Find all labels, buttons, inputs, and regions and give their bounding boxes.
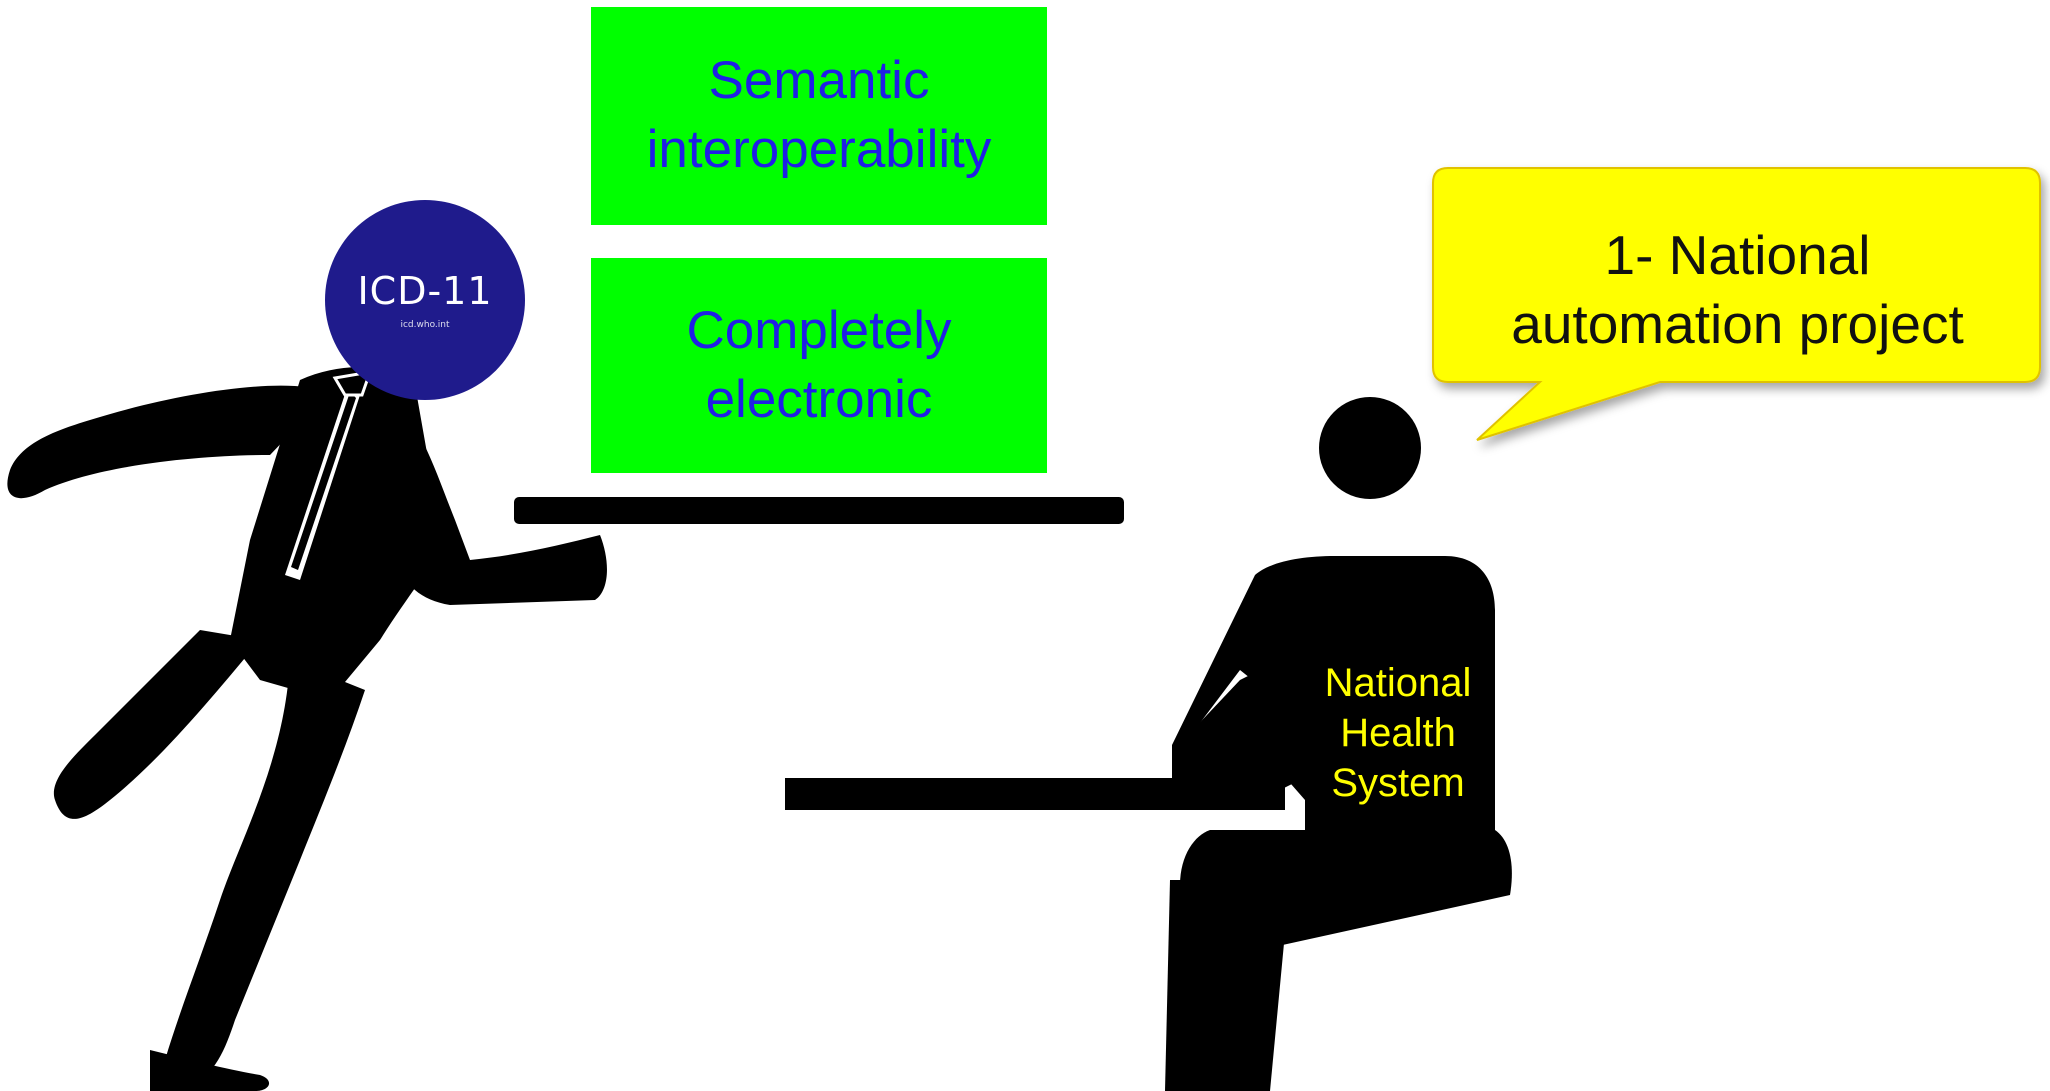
bubble-line: 1- National bbox=[1604, 224, 1871, 287]
semantic-interoperability-box: Semantic interoperability bbox=[591, 7, 1047, 225]
completely-electronic-box: Completely electronic bbox=[591, 258, 1047, 473]
table-top bbox=[785, 778, 1285, 810]
seated-person bbox=[1165, 397, 1512, 1091]
box-line: interoperability bbox=[646, 120, 992, 179]
waiter-shoe bbox=[150, 1050, 270, 1091]
box-line: Completely bbox=[686, 300, 952, 360]
body-label-line: National bbox=[1324, 661, 1472, 705]
waiter-standing-leg bbox=[164, 660, 365, 1087]
logo-url: icd.who.int bbox=[400, 320, 450, 330]
waiter-back-arm bbox=[7, 385, 330, 499]
icd11-logo-head bbox=[325, 200, 525, 400]
body-label-line: System bbox=[1331, 761, 1465, 805]
waiter-tie bbox=[285, 370, 373, 580]
waiter-figure bbox=[7, 367, 607, 1091]
serving-tray bbox=[514, 497, 1124, 524]
speech-bubble bbox=[1432, 167, 2041, 441]
body-label-line: Health bbox=[1340, 711, 1456, 755]
icd11-logo: ICD-11 icd.who.int bbox=[325, 251, 525, 351]
seated-person-body bbox=[1172, 556, 1495, 830]
waiter-front-arm bbox=[360, 390, 607, 605]
speech-bubble-text: 1- National automation project bbox=[1425, 210, 2050, 370]
bubble-line: automation project bbox=[1511, 293, 1964, 355]
logo-title: ICD-11 bbox=[357, 269, 493, 313]
seated-person-leg bbox=[1165, 880, 1290, 1091]
box-line: electronic bbox=[705, 369, 933, 429]
national-health-system-label: National Health System bbox=[1298, 648, 1498, 818]
seated-person-head bbox=[1319, 397, 1421, 499]
box-line: Semantic bbox=[708, 51, 930, 111]
waiter-front-leg bbox=[53, 630, 260, 819]
seated-person-arm bbox=[1172, 650, 1320, 792]
